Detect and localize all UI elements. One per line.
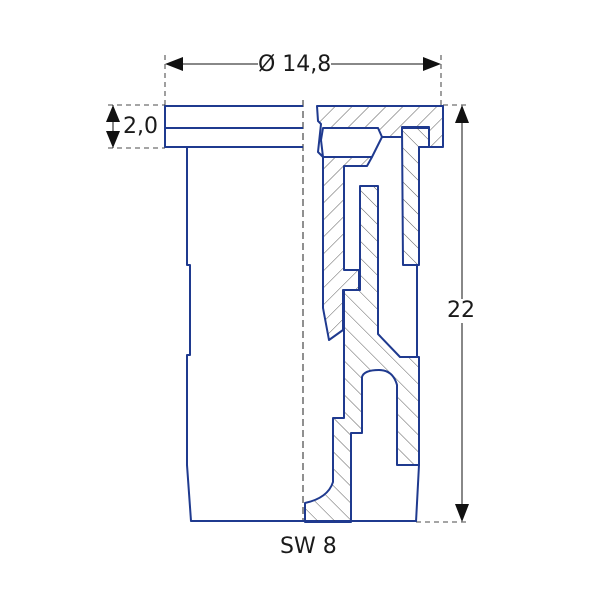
exterior-half bbox=[164, 105, 416, 522]
flange-thickness-label: 2,0 bbox=[123, 114, 158, 139]
height-label: 22 bbox=[447, 298, 475, 323]
flange-thickness-dimension bbox=[106, 104, 165, 149]
outer-wall bbox=[415, 265, 420, 523]
cap-section bbox=[316, 105, 444, 158]
diameter-label: Ø 14,8 bbox=[258, 52, 332, 77]
wrench-size-label: SW 8 bbox=[280, 534, 337, 559]
slant-line bbox=[371, 136, 383, 158]
cap-insert-section bbox=[401, 126, 430, 266]
insert-body-section bbox=[304, 185, 420, 523]
